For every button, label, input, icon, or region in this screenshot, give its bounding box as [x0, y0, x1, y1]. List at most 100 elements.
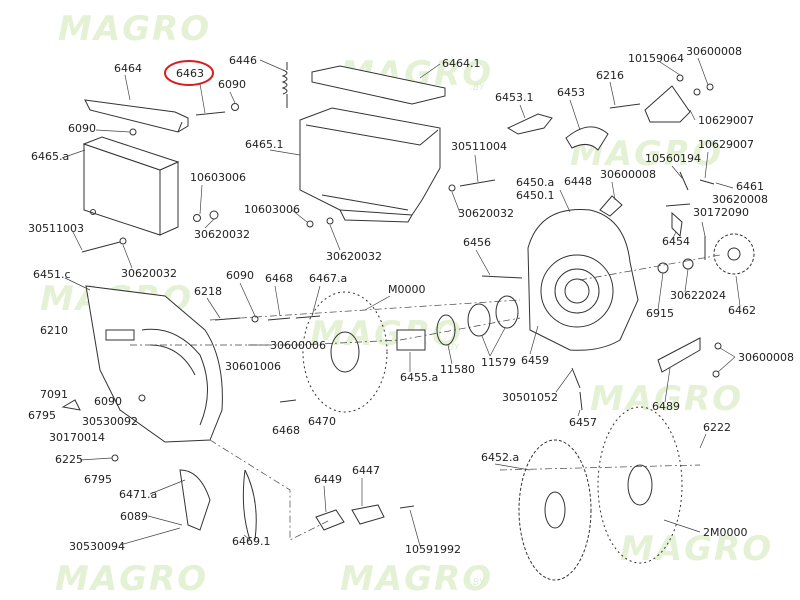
part-label-10159064[interactable]: 10159064 [628, 52, 684, 65]
part-label-6465-1[interactable]: 6465.1 [245, 138, 284, 151]
part-label-11580[interactable]: 11580 [440, 363, 475, 376]
part-label-6465-a[interactable]: 6465.a [31, 150, 69, 163]
part-label-6795[interactable]: 6795 [84, 473, 112, 486]
part-label-30620008[interactable]: 30620008 [712, 193, 768, 206]
part-label-30511004[interactable]: 30511004 [451, 140, 507, 153]
left-housing-part [85, 285, 223, 443]
part-label-6462[interactable]: 6462 [728, 304, 756, 317]
part-label-30600008[interactable]: 30600008 [738, 351, 794, 364]
part-label-6467-a[interactable]: 6467.a [309, 272, 347, 285]
watermark-text: MAGRO [340, 559, 493, 599]
part-label-6446[interactable]: 6446 [229, 54, 257, 67]
seed-disc-part [302, 291, 388, 413]
part-label-30620032[interactable]: 30620032 [194, 228, 250, 241]
part-label-6453-1[interactable]: 6453.1 [495, 91, 534, 104]
spring-part [281, 62, 288, 108]
watermark-text: MAGRO [58, 9, 211, 49]
part-label-30622024[interactable]: 30622024 [670, 289, 726, 302]
watermark-suffix: .BY [445, 343, 461, 353]
part-label-6454[interactable]: 6454 [662, 235, 690, 248]
part-label-30620032[interactable]: 30620032 [121, 267, 177, 280]
wire-spring-part [242, 469, 257, 541]
part-label-6471-a[interactable]: 6471.a [119, 488, 157, 501]
part-label-30620032[interactable]: 30620032 [326, 250, 382, 263]
part-label-30600008[interactable]: 30600008 [686, 45, 742, 58]
part-label-6464-1[interactable]: 6464.1 [442, 57, 481, 70]
part-label-10629007[interactable]: 10629007 [698, 114, 754, 127]
part-label-6225[interactable]: 6225 [55, 453, 83, 466]
part-label-6469-1[interactable]: 6469.1 [232, 535, 271, 548]
part-label-30530092[interactable]: 30530092 [82, 415, 138, 428]
part-label-30511003[interactable]: 30511003 [28, 222, 84, 235]
quadrant-part [179, 469, 211, 531]
part-label-10603006[interactable]: 10603006 [190, 171, 246, 184]
part-label-6470[interactable]: 6470 [308, 415, 336, 428]
part-label-6090[interactable]: 6090 [218, 78, 246, 91]
part-label-6468[interactable]: 6468 [265, 272, 293, 285]
part-label-30501052[interactable]: 30501052 [502, 391, 558, 404]
part-label-6090[interactable]: 6090 [226, 269, 254, 282]
part-label-6795[interactable]: 6795 [28, 409, 56, 422]
part-label-6210[interactable]: 6210 [40, 324, 68, 337]
part-label-6453[interactable]: 6453 [557, 86, 585, 99]
part-label-6464[interactable]: 6464 [114, 62, 142, 75]
part-label-10560194[interactable]: 10560194 [645, 152, 701, 165]
part-label-6463[interactable]: 6463 [176, 67, 204, 80]
sector-part [644, 85, 691, 123]
watermark-text: MAGRO [590, 379, 743, 419]
part-label-7091[interactable]: 7091 [40, 388, 68, 401]
bracket-part [84, 99, 189, 133]
part-label-6455-a[interactable]: 6455.a [400, 371, 438, 384]
bearing-part [467, 303, 491, 337]
part-label-6468[interactable]: 6468 [272, 424, 300, 437]
part-label-6456[interactable]: 6456 [463, 236, 491, 249]
part-label-6090[interactable]: 6090 [94, 395, 122, 408]
part-label-6090[interactable]: 6090 [68, 122, 96, 135]
part-label-6222[interactable]: 6222 [703, 421, 731, 434]
part-label-6450-a[interactable]: 6450.a [516, 176, 554, 189]
arm-part [506, 113, 553, 135]
part-label-10591992[interactable]: 10591992 [405, 543, 461, 556]
part-label-30600006[interactable]: 30600006 [270, 339, 326, 352]
part-label-30530094[interactable]: 30530094 [69, 540, 125, 553]
watermark-text: MAGRO [55, 559, 208, 599]
part-label-6448[interactable]: 6448 [564, 175, 592, 188]
part-label-6450-1[interactable]: 6450.1 [516, 189, 555, 202]
part-label-6447[interactable]: 6447 [352, 464, 380, 477]
part-label-6457[interactable]: 6457 [569, 416, 597, 429]
watermark-suffix: .BY [470, 578, 486, 588]
part-label-11579[interactable]: 11579 [481, 356, 516, 369]
housing-part [527, 208, 639, 351]
part-label-6449[interactable]: 6449 [314, 473, 342, 486]
hub-part [396, 329, 426, 351]
parts-layer [61, 62, 755, 581]
highlight-ring [164, 60, 214, 86]
watermark-text: MAGRO [310, 314, 463, 354]
part-label-2M0000[interactable]: 2M0000 [703, 526, 747, 539]
part-label-30601006[interactable]: 30601006 [225, 360, 281, 373]
part-label-6915[interactable]: 6915 [646, 307, 674, 320]
part-label-6489[interactable]: 6489 [652, 400, 680, 413]
part-label-30172090[interactable]: 30172090 [693, 206, 749, 219]
part-label-6452-a[interactable]: 6452.a [481, 451, 519, 464]
part-label-6461[interactable]: 6461 [736, 180, 764, 193]
hopper-part [299, 107, 441, 216]
part-label-6218[interactable]: 6218 [194, 285, 222, 298]
part-label-6216[interactable]: 6216 [596, 69, 624, 82]
toothed-wheel-part [518, 439, 592, 581]
part-label-10603006[interactable]: 10603006 [244, 203, 300, 216]
part-label-6451-c[interactable]: 6451.c [33, 268, 71, 281]
part-label-10629007[interactable]: 10629007 [698, 138, 754, 151]
part-label-30600008[interactable]: 30600008 [600, 168, 656, 181]
part-label-30170014[interactable]: 30170014 [49, 431, 105, 444]
leader-lines [61, 57, 741, 547]
watermark-suffix: .BY [470, 83, 486, 93]
part-label-6089[interactable]: 6089 [120, 510, 148, 523]
part-label-M0000[interactable]: M0000 [388, 283, 426, 296]
part-label-6459[interactable]: 6459 [521, 354, 549, 367]
bearing-part [495, 295, 519, 329]
pin-part [195, 111, 226, 116]
part-label-30620032[interactable]: 30620032 [458, 207, 514, 220]
